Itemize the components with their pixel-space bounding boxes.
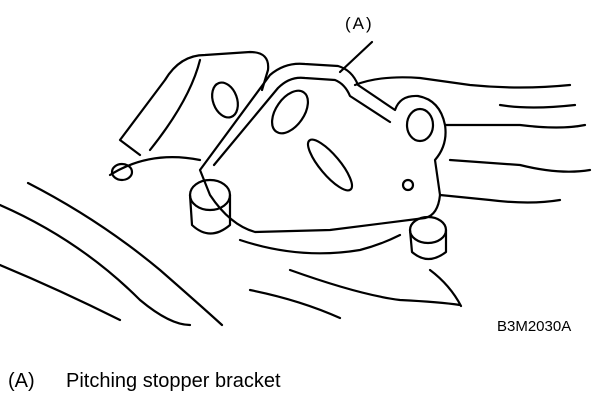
rear-bracket xyxy=(118,50,270,157)
body-panel-lines xyxy=(0,181,463,327)
bracket-flange-edge xyxy=(212,76,392,167)
main-bracket xyxy=(198,62,447,234)
callout-leader-line xyxy=(338,40,374,74)
legend-item: (A) Pitching stopper bracket xyxy=(8,370,281,393)
bracket-slot-middle xyxy=(306,138,354,192)
legend-description: Pitching stopper bracket xyxy=(66,370,281,392)
engine-housing xyxy=(353,76,592,204)
bracket-hole-ear xyxy=(405,107,435,143)
legend-key: (A) xyxy=(8,370,35,392)
figure-code: B3M2030A xyxy=(497,318,572,335)
rear-bracket-hole xyxy=(211,81,239,119)
bracket-hole-small xyxy=(401,178,415,192)
bracket-slot-upper xyxy=(270,89,310,135)
bolt-right xyxy=(408,215,448,261)
callout-label-a: (A) xyxy=(345,14,374,33)
bracket-base xyxy=(108,156,402,255)
bolt-left xyxy=(188,178,232,235)
bolt-rear xyxy=(110,162,134,182)
